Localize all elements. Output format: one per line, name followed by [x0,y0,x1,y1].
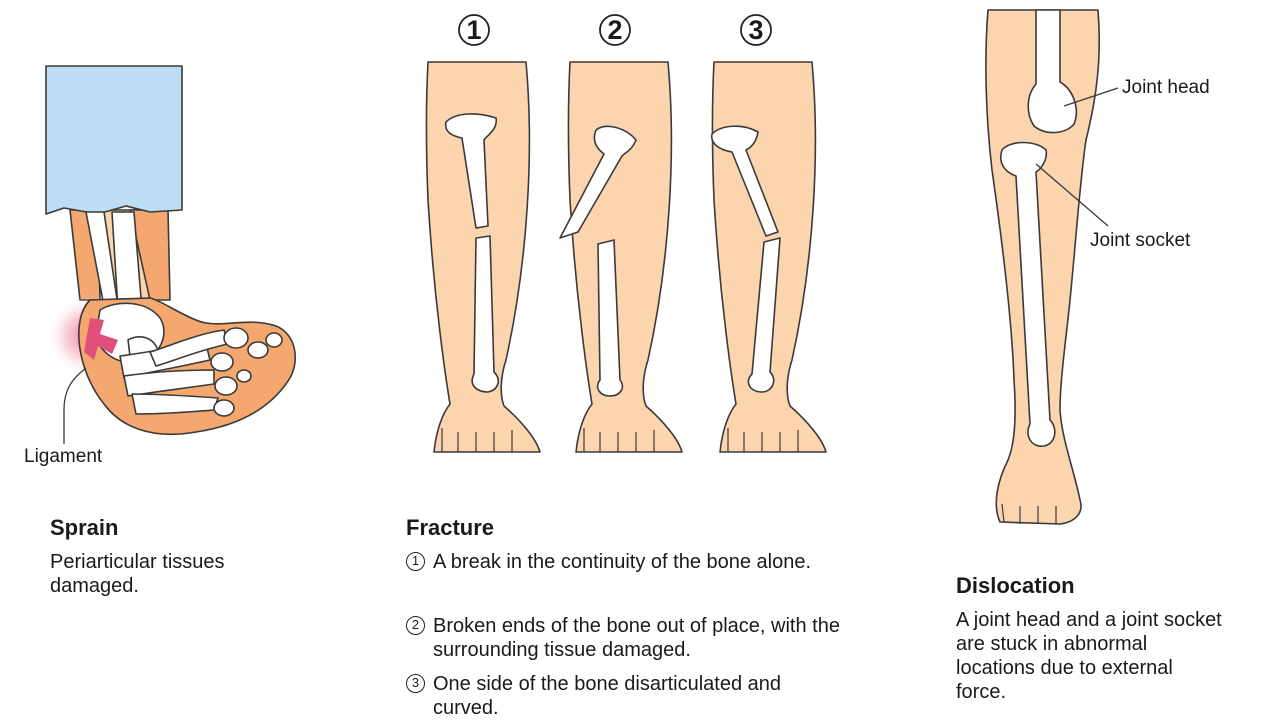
fracture-item-3: 3 One side of the bone disarticulated an… [406,672,833,720]
fracture-item-text: A break in the continuity of the bone al… [433,550,863,574]
sprain-description: Periarticular tissues damaged. [50,550,290,598]
ligament-label: Ligament [24,446,102,468]
fracture-number-2: 2 [600,15,630,45]
sprain-title: Sprain [50,515,118,541]
item-number-marker: 3 [406,674,425,693]
joint-socket-label: Joint socket [1090,230,1190,252]
item-number-marker: 2 [406,616,425,635]
item-number-marker: 1 [406,552,425,571]
fracture-item-2: 2 Broken ends of the bone out of place, … [406,614,873,662]
fracture-number-3: 3 [741,15,771,45]
fracture-item-1: 1 A break in the continuity of the bone … [406,550,863,574]
fracture-leg-illustrations [427,15,827,452]
fracture-title: Fracture [406,515,494,541]
sprain-ankle-illustration [46,66,295,444]
dislocation-description: A joint head and a joint socket are stuc… [956,608,1226,704]
fracture-item-text: One side of the bone disarticulated and … [433,672,833,720]
dislocation-leg-illustration [986,10,1118,524]
joint-head-label: Joint head [1122,77,1210,99]
fracture-item-text: Broken ends of the bone out of place, wi… [433,614,873,662]
fracture-number-1: 1 [459,15,489,45]
dislocation-title: Dislocation [956,573,1075,599]
